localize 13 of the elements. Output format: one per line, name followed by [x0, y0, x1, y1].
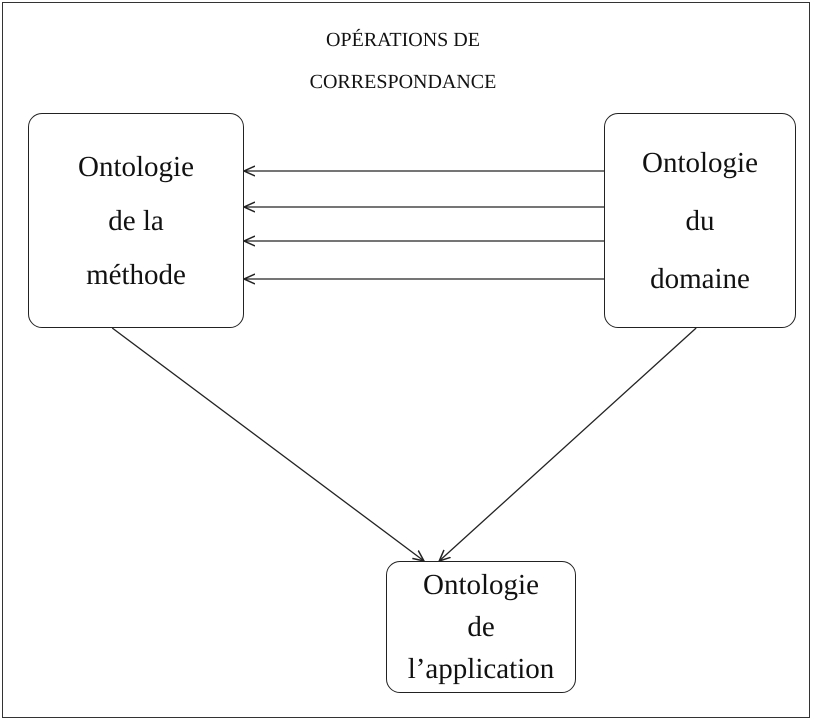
arrow	[112, 327, 425, 562]
rounded-box	[604, 113, 796, 328]
node-text: Ontologie de la méthode	[78, 150, 194, 292]
arrow	[438, 328, 697, 562]
arrow	[243, 273, 604, 285]
node-text: Ontologie du domaine	[642, 146, 758, 296]
rounded-box	[386, 561, 576, 693]
arrow	[243, 201, 604, 213]
node-text: Ontologie de l’application	[408, 568, 554, 687]
arrow	[243, 235, 604, 247]
arrow	[243, 165, 604, 177]
annotation-text: OPÉRATIONS DE CORRESPONDANCE	[310, 28, 496, 95]
rounded-box	[28, 113, 244, 328]
